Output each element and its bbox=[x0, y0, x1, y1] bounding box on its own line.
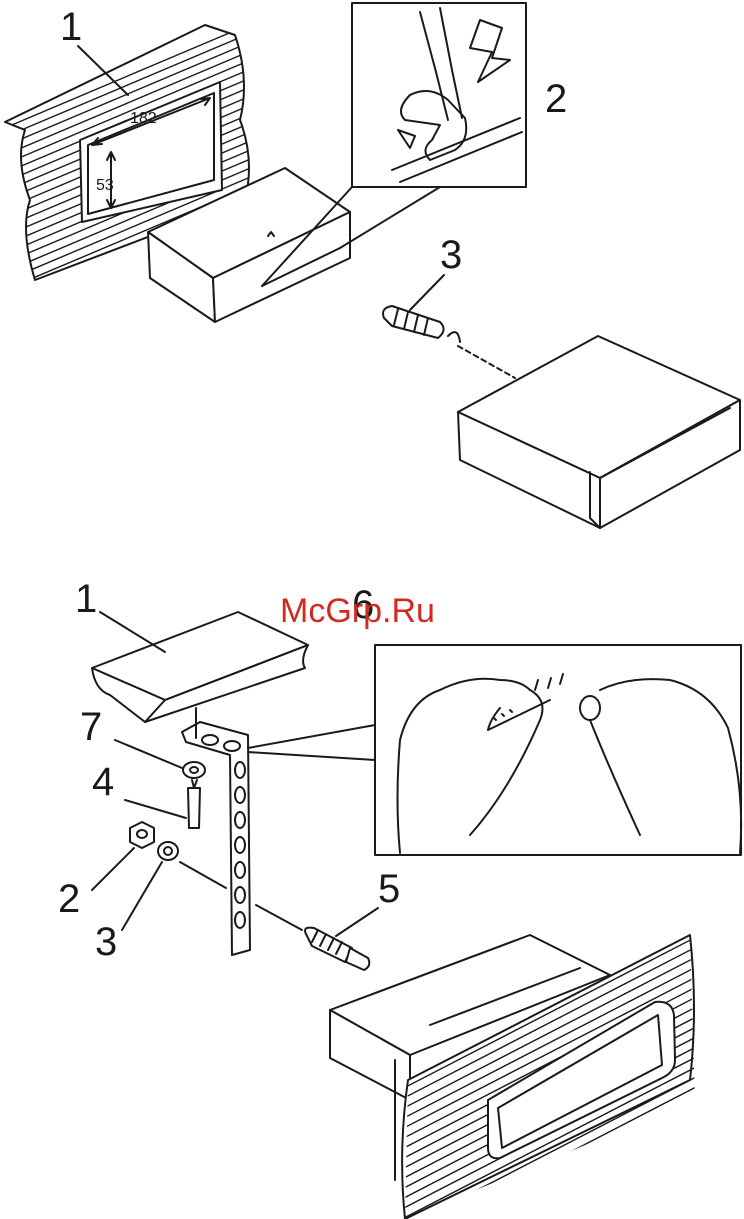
nut-2 bbox=[130, 822, 154, 848]
spring-washer-3 bbox=[158, 842, 178, 860]
washer-7 bbox=[183, 762, 205, 778]
release-key bbox=[383, 306, 515, 378]
watermark: McGrp.Ru bbox=[280, 592, 435, 630]
callout-3-bottom: 3 bbox=[95, 920, 117, 964]
callout-2-top: 2 bbox=[545, 77, 567, 121]
detail-inset-tabs bbox=[262, 3, 526, 286]
mounting-bracket bbox=[182, 708, 250, 955]
installed-head-unit bbox=[330, 935, 700, 1219]
callout-3-top: 3 bbox=[440, 233, 462, 277]
detail-inset-hands bbox=[248, 645, 741, 855]
bottom-illustration: 1 6 7 4 2 3 5 bbox=[58, 577, 741, 1219]
bolt-5 bbox=[256, 905, 369, 970]
callout-1-top: 1 bbox=[60, 5, 82, 49]
callout-1-bottom: 1 bbox=[75, 577, 97, 621]
panel-piece bbox=[92, 612, 308, 722]
top-illustration: 182 53 bbox=[0, 3, 740, 528]
callout-5-bottom: 5 bbox=[378, 867, 400, 911]
callout-4-bottom: 4 bbox=[92, 760, 114, 804]
head-unit bbox=[458, 336, 740, 528]
screw-4 bbox=[188, 788, 200, 828]
callout-2-bottom: 2 bbox=[58, 877, 80, 921]
dimension-width-label: 182 bbox=[130, 110, 157, 127]
hardware-parts bbox=[130, 762, 226, 888]
callout-7-bottom: 7 bbox=[80, 705, 102, 749]
dimension-height-label: 53 bbox=[96, 177, 114, 194]
